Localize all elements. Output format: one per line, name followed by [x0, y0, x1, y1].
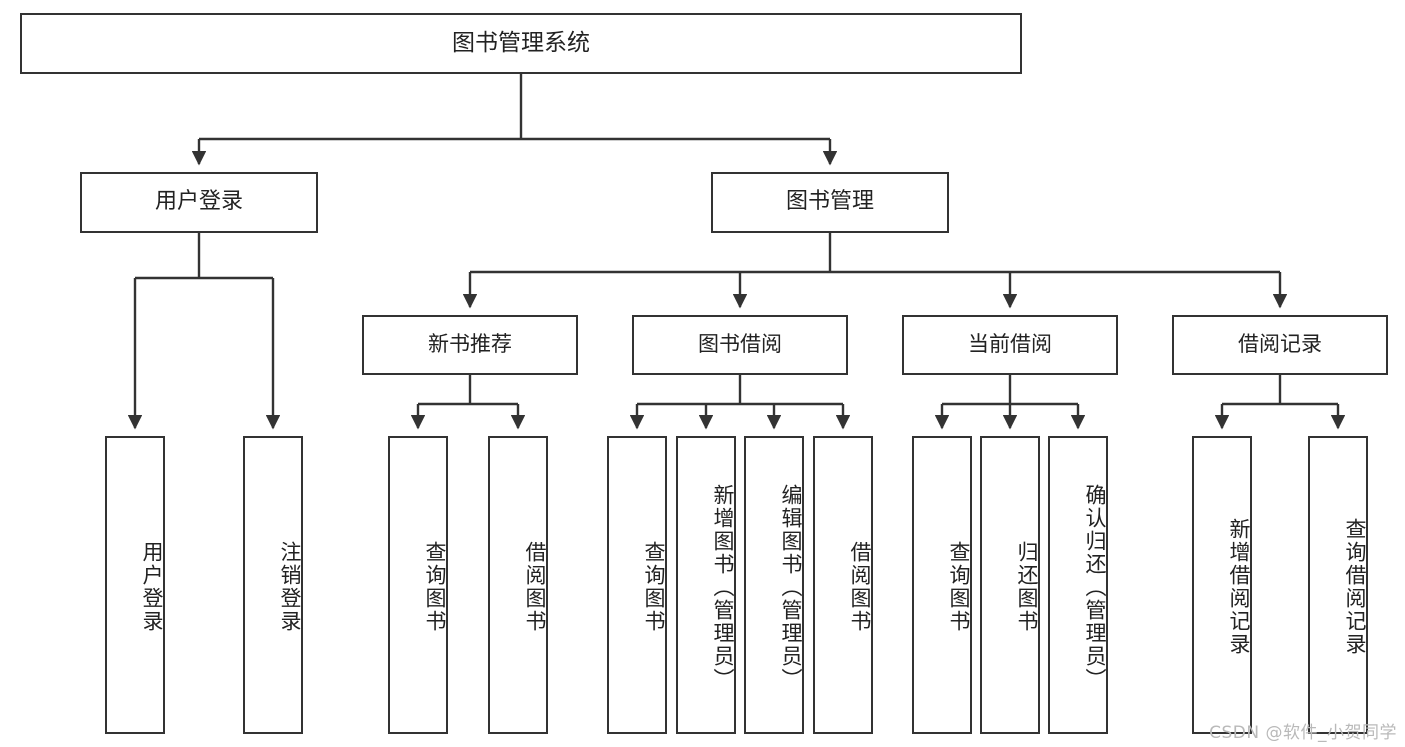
node-leaf-return-book-label: 归还图书: [1015, 541, 1039, 633]
node-leaf-return-book[interactable]: 归还图书: [980, 436, 1040, 734]
node-leaf-query-record[interactable]: 查询借阅记录: [1308, 436, 1368, 734]
node-leaf-query-book-1-label: 查询图书: [423, 541, 447, 633]
node-leaf-user-login[interactable]: 用户登录: [105, 436, 165, 734]
node-leaf-logout[interactable]: 注销登录: [243, 436, 303, 734]
node-leaf-borrow-book-2[interactable]: 借阅图书: [813, 436, 873, 734]
node-leaf-edit-book[interactable]: 编辑图书（管理员）: [744, 436, 804, 734]
node-leaf-query-book-2-label: 查询图书: [642, 541, 666, 633]
node-new-book-recommend-label: 新书推荐: [428, 332, 512, 357]
node-leaf-confirm-return-label: 确认归还（管理员）: [1083, 483, 1107, 691]
node-current-borrow-label: 当前借阅: [968, 332, 1052, 357]
node-leaf-add-book[interactable]: 新增图书（管理员）: [676, 436, 736, 734]
node-root-label: 图书管理系统: [452, 29, 590, 56]
node-leaf-user-login-label: 用户登录: [140, 541, 164, 633]
node-book-manage[interactable]: 图书管理: [711, 172, 949, 233]
node-leaf-borrow-book-2-label: 借阅图书: [848, 541, 872, 633]
node-book-manage-label: 图书管理: [785, 189, 874, 215]
node-leaf-borrow-book-1[interactable]: 借阅图书: [488, 436, 548, 734]
node-user-login-label: 用户登录: [154, 189, 243, 215]
node-borrow-record-label: 借阅记录: [1238, 332, 1322, 357]
node-leaf-edit-book-label: 编辑图书（管理员）: [779, 483, 803, 691]
node-book-borrow-label: 图书借阅: [698, 332, 782, 357]
node-leaf-add-book-label: 新增图书（管理员）: [711, 483, 735, 691]
node-current-borrow[interactable]: 当前借阅: [902, 315, 1118, 375]
node-borrow-record[interactable]: 借阅记录: [1172, 315, 1388, 375]
node-leaf-logout-label: 注销登录: [278, 541, 302, 633]
node-leaf-query-book-1[interactable]: 查询图书: [388, 436, 448, 734]
node-book-borrow[interactable]: 图书借阅: [632, 315, 848, 375]
node-leaf-query-book-3[interactable]: 查询图书: [912, 436, 972, 734]
node-user-login[interactable]: 用户登录: [80, 172, 318, 233]
node-leaf-confirm-return[interactable]: 确认归还（管理员）: [1048, 436, 1108, 734]
node-leaf-query-record-label: 查询借阅记录: [1343, 518, 1367, 656]
node-new-book-recommend[interactable]: 新书推荐: [362, 315, 578, 375]
watermark-text: CSDN @软件_小贺同学: [1209, 723, 1397, 743]
node-leaf-borrow-book-1-label: 借阅图书: [523, 541, 547, 633]
node-leaf-query-book-3-label: 查询图书: [947, 541, 971, 633]
node-root[interactable]: 图书管理系统: [20, 13, 1022, 74]
node-leaf-add-record[interactable]: 新增借阅记录: [1192, 436, 1252, 734]
node-leaf-add-record-label: 新增借阅记录: [1227, 518, 1251, 656]
node-leaf-query-book-2[interactable]: 查询图书: [607, 436, 667, 734]
